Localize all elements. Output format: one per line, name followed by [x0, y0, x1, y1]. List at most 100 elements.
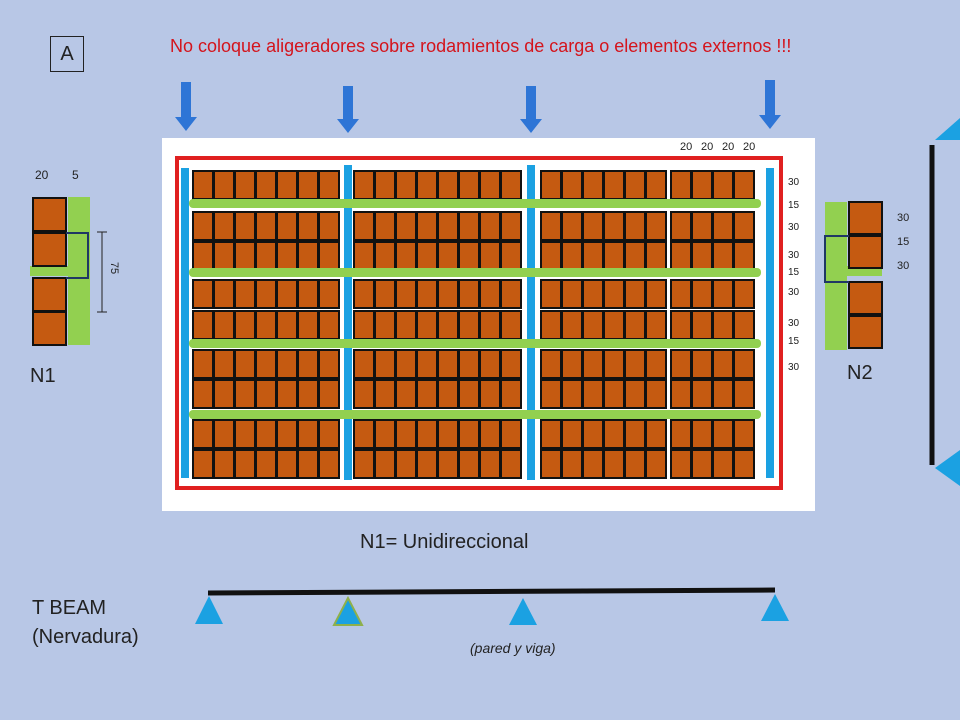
brick-block — [276, 379, 298, 409]
supports-note: (pared y viga) — [470, 640, 556, 656]
brick-block — [479, 279, 501, 309]
n1-section-detail — [30, 197, 107, 346]
brick-block — [712, 170, 734, 200]
brick-block — [353, 349, 375, 379]
brick-block — [374, 170, 396, 200]
brick-block — [297, 241, 319, 271]
brick-block — [437, 419, 459, 449]
brick-block — [458, 419, 480, 449]
brick-block — [297, 379, 319, 409]
brick-block — [582, 449, 604, 479]
brick-block — [416, 279, 438, 309]
brick-block — [374, 349, 396, 379]
brick-block — [603, 449, 625, 479]
brick-block — [582, 419, 604, 449]
brick-block — [318, 211, 340, 241]
brick-block — [561, 379, 583, 409]
brick-block — [276, 170, 298, 200]
brick-block — [255, 310, 277, 340]
brick-block — [712, 279, 734, 309]
brick-block — [353, 379, 375, 409]
brick-block — [458, 211, 480, 241]
brick-block — [670, 279, 692, 309]
brick-block — [297, 310, 319, 340]
brick-block — [213, 279, 235, 309]
brick-block — [540, 170, 562, 200]
brick-block — [395, 449, 417, 479]
brick-block — [540, 211, 562, 241]
brick-block — [733, 241, 755, 271]
brick-block — [458, 170, 480, 200]
brick-block — [479, 349, 501, 379]
side-dim-label: 30 — [788, 250, 800, 261]
brick-block — [374, 211, 396, 241]
slab-outline — [175, 156, 783, 490]
brick-block — [500, 310, 522, 340]
brick-block — [395, 349, 417, 379]
brick-block — [416, 170, 438, 200]
brick-block — [213, 241, 235, 271]
side-dim-label: 30 — [788, 222, 800, 233]
right-wall-element — [929, 118, 960, 486]
brick-block — [353, 241, 375, 271]
n1-dim-top-right: 5 — [72, 168, 79, 182]
brick-block — [561, 279, 583, 309]
brick-block — [670, 349, 692, 379]
brick-block — [691, 419, 713, 449]
brick-block — [318, 449, 340, 479]
side-dim-label: 30 — [788, 287, 800, 298]
brick-block — [353, 449, 375, 479]
brick-block — [540, 310, 562, 340]
brick-block — [582, 379, 604, 409]
brick-block — [500, 170, 522, 200]
top-dim-label: 20 — [701, 141, 713, 153]
brick-block — [192, 310, 214, 340]
brick-block — [213, 349, 235, 379]
side-dim-label: 15 — [788, 336, 800, 347]
brick-block — [561, 211, 583, 241]
brick-block — [670, 419, 692, 449]
brick-block — [500, 241, 522, 271]
support-beams — [181, 165, 774, 480]
brick-block — [395, 241, 417, 271]
t-beam-title: T BEAM — [32, 597, 107, 619]
brick-block — [691, 170, 713, 200]
brick-block — [540, 349, 562, 379]
brick-block — [416, 449, 438, 479]
brick-block — [192, 170, 214, 200]
t-beam-subtitle: (Nervadura) — [32, 626, 139, 648]
brick-block — [234, 310, 256, 340]
brick-block — [276, 349, 298, 379]
brick-block — [645, 310, 667, 340]
brick-block — [624, 170, 646, 200]
brick-block — [437, 310, 459, 340]
brick-block — [479, 379, 501, 409]
brick-block — [624, 419, 646, 449]
brick-block — [561, 349, 583, 379]
load-arrow — [337, 86, 359, 133]
support-beam — [766, 168, 774, 478]
brick-block — [603, 170, 625, 200]
rib — [189, 410, 761, 419]
support-beam — [344, 165, 352, 480]
brick-block — [297, 170, 319, 200]
brick-block — [645, 449, 667, 479]
brick-block — [458, 349, 480, 379]
brick-block — [276, 241, 298, 271]
brick-block — [395, 279, 417, 309]
brick-block — [192, 211, 214, 241]
brick-block — [255, 379, 277, 409]
brick-block — [213, 449, 235, 479]
brick-block — [670, 241, 692, 271]
brick-block — [213, 211, 235, 241]
brick-block — [645, 419, 667, 449]
side-dim-label: 15 — [788, 267, 800, 278]
brick-block — [712, 241, 734, 271]
brick-block — [670, 310, 692, 340]
brick-block — [213, 379, 235, 409]
brick-block — [318, 279, 340, 309]
load-arrow — [759, 80, 781, 129]
top-dim-label: 20 — [680, 141, 692, 153]
brick-block — [437, 170, 459, 200]
brick-block — [192, 241, 214, 271]
